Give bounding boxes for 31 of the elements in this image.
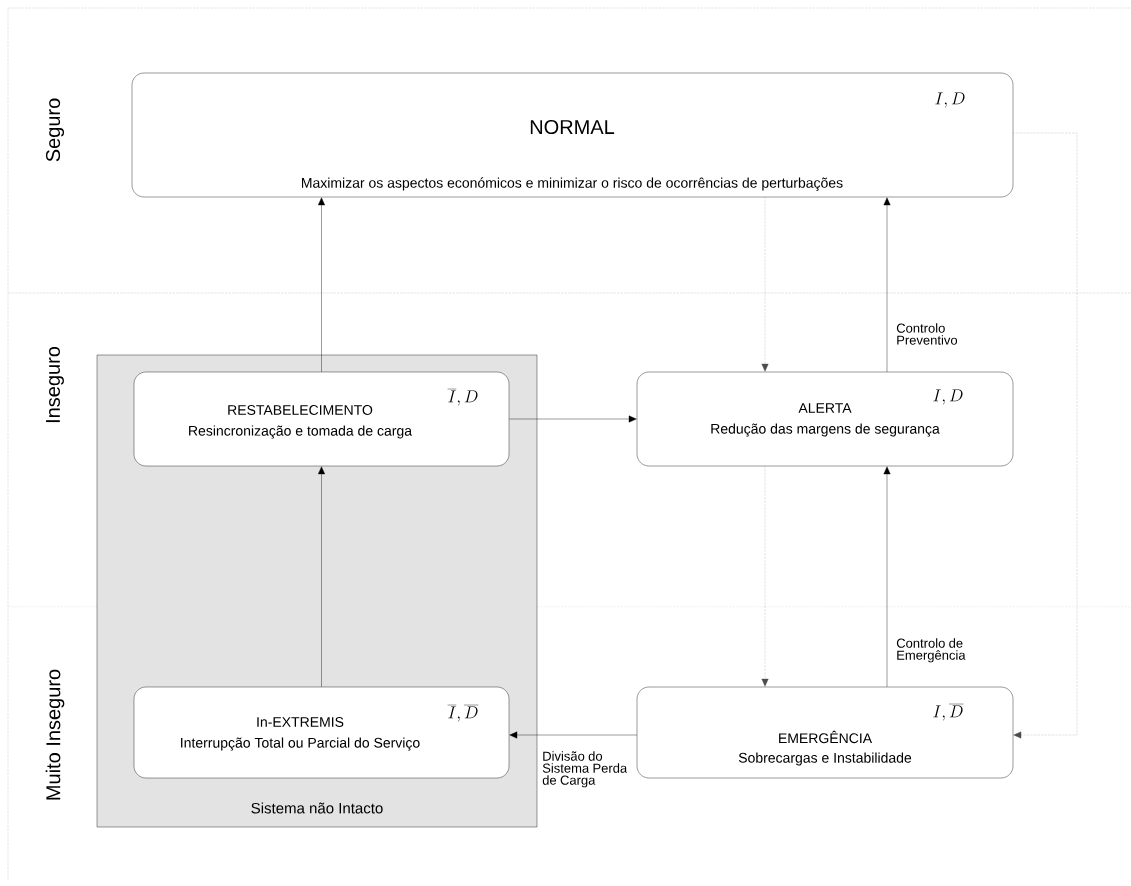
- state-description: Resincronização e tomada de carga: [189, 425, 413, 439]
- state-title: RESTABELECIMENTO: [228, 405, 373, 415]
- arrow: [509, 415, 637, 423]
- arrow: [509, 731, 637, 739]
- state-title: NORMAL: [530, 119, 615, 135]
- dotted-arrow: [1013, 132, 1078, 739]
- panel-caption: Sistema não Intacto: [251, 802, 383, 814]
- arrow: [318, 466, 325, 687]
- state-title: EMERGÊNCIA: [779, 730, 873, 744]
- band-label: Muito Inseguro: [45, 669, 65, 800]
- arrow: [883, 466, 891, 687]
- dotted-arrow: [761, 466, 769, 687]
- arrow: [883, 197, 891, 372]
- edge-label: Controlo Preventivo: [896, 323, 958, 345]
- edge-label: Divisão do Sistema Perda de Carga: [542, 751, 628, 788]
- band-label: Inseguro: [46, 346, 64, 423]
- state-formula: $\overline{I},\overline{D}$: [447, 705, 479, 722]
- state-description: Redução das margens de segurança: [711, 423, 940, 437]
- state-title: In-EXTREMIS: [257, 717, 344, 727]
- state-title: ALERTA: [798, 403, 852, 413]
- edge-label: Controlo de Emergência: [896, 638, 966, 663]
- state-formula: $I,\overline{D}$: [933, 704, 964, 721]
- state-formula: $I,D$: [933, 389, 963, 405]
- state-formula: $\overline{I},D$: [447, 389, 478, 406]
- band-label: Seguro: [45, 98, 65, 162]
- arrow: [318, 197, 325, 372]
- state-description: Maximizar os aspectos económicos e minimizar o risco de ocorrências de perturbações: [302, 177, 843, 191]
- state-description: Sobrecargas e Instabilidade: [738, 752, 912, 766]
- dotted-arrow: [761, 197, 769, 372]
- state-description: Interrupção Total ou Parcial do Serviço: [181, 737, 420, 751]
- state-formula: $I,D$: [935, 92, 965, 108]
